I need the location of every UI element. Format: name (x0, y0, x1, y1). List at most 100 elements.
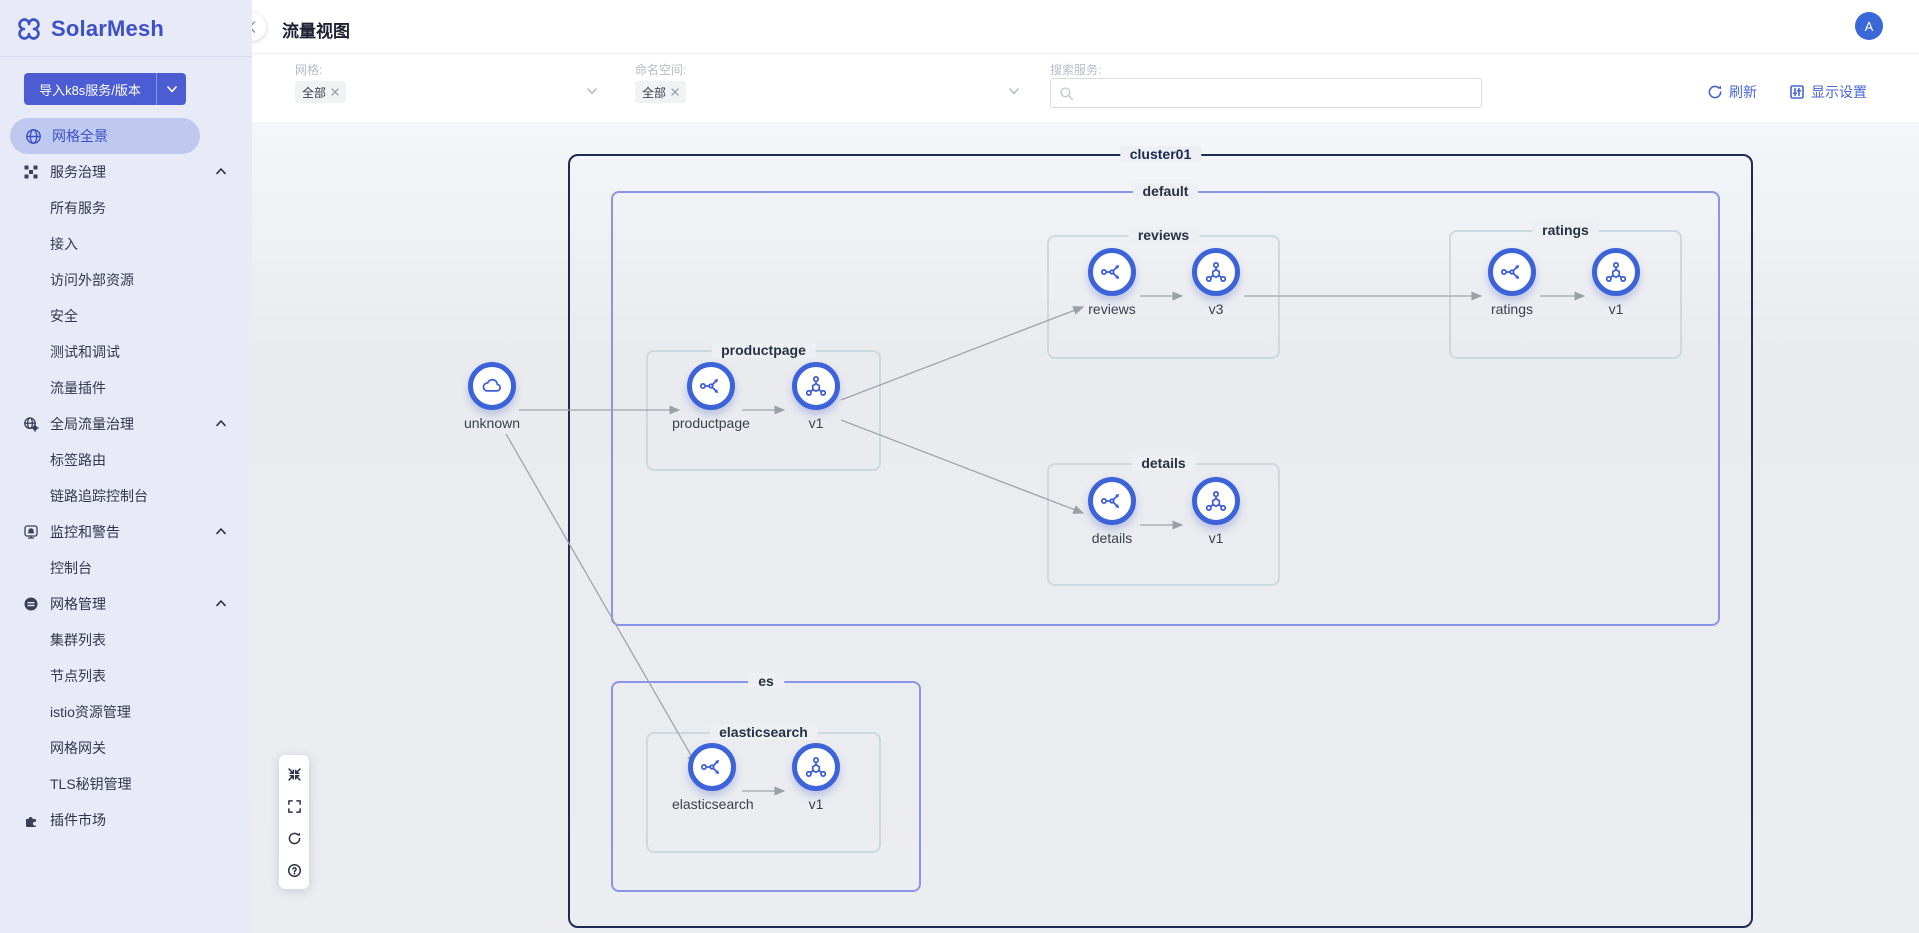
sidebar-item-mesh-panorama[interactable]: 网格全景 (10, 118, 200, 154)
node-productpage-v1[interactable]: v1 (776, 362, 856, 431)
service-icon (687, 362, 735, 410)
sidebar-item-plugin-market[interactable]: 插件市场 (0, 802, 252, 838)
logo: SolarMesh (0, 0, 252, 56)
display-settings-button[interactable]: 显示设置 (1789, 82, 1867, 102)
namespace-filter-chevron-down-icon[interactable] (1009, 88, 1019, 95)
sidebar-item-label: 服务治理 (50, 164, 106, 180)
divider (0, 56, 252, 57)
search-service-input[interactable] (1074, 79, 1481, 107)
sidebar-item-label: 标签路由 (50, 452, 106, 468)
namespace-box-default[interactable]: default (611, 183, 1720, 626)
chevron-up-icon (216, 528, 226, 535)
node-label: v3 (1208, 301, 1224, 317)
sidebar-item-label: 网格管理 (50, 596, 106, 612)
refresh-label: 刷新 (1729, 84, 1757, 100)
sidebar-item-external-resources[interactable]: 访问外部资源 (0, 262, 252, 298)
node-reviews[interactable]: reviews (1072, 248, 1152, 317)
service-icon (1088, 477, 1136, 525)
namespace-filter-tag[interactable]: 全部 (635, 81, 687, 103)
sidebar-section-mesh-management[interactable]: 网格管理 (0, 586, 252, 622)
node-details[interactable]: details (1072, 477, 1152, 546)
node-ratings[interactable]: ratings (1472, 248, 1552, 317)
sidebar-item-all-services[interactable]: 所有服务 (0, 190, 252, 226)
mesh-filter-label: 网格: (295, 63, 323, 77)
sidebar-item-mesh-gateway[interactable]: 网格网关 (0, 730, 252, 766)
sidebar-item-tls-keys[interactable]: TLS秘钥管理 (0, 766, 252, 802)
mesh-filter-chevron-down-icon[interactable] (587, 88, 597, 95)
mesh-filter-tag[interactable]: 全部 (295, 81, 347, 103)
namespace-filter-value: 全部 (642, 85, 667, 100)
globe-icon (24, 127, 42, 145)
sidebar-item-security[interactable]: 安全 (0, 298, 252, 334)
node-reviews-v3[interactable]: v3 (1176, 248, 1256, 317)
sidebar-item-tracing-console[interactable]: 链路追踪控制台 (0, 478, 252, 514)
namespace-box-es[interactable]: es (611, 673, 921, 892)
node-ratings-v1[interactable]: v1 (1576, 248, 1656, 317)
group-box-ratings[interactable]: ratings (1449, 222, 1682, 359)
service-icon (1088, 248, 1136, 296)
reload-button[interactable] (279, 822, 309, 854)
sidebar-menu: 网格全景 服务治理 所有服务 接入 访问外部资源 安全 测试和调试 流量插件 全… (0, 118, 252, 838)
group-label: productpage (711, 342, 816, 358)
sidebar-item-istio-resources[interactable]: istio资源管理 (0, 694, 252, 730)
service-icon (1488, 248, 1536, 296)
topology-canvas[interactable]: cluster01 default es productpage reviews… (252, 122, 1919, 933)
sidebar-item-label: 节点列表 (50, 668, 106, 684)
sidebar-item-label: 测试和调试 (50, 344, 120, 360)
service-icon (688, 743, 736, 791)
sidebar-item-label: istio资源管理 (50, 704, 131, 720)
search-icon (1060, 86, 1074, 100)
sidebar-item-label-routing[interactable]: 标签路由 (0, 442, 252, 478)
sidebar-section-global-traffic[interactable]: 全局流量治理 (0, 406, 252, 442)
import-k8s-label: 导入k8s服务/版本 (39, 82, 141, 98)
global-traffic-icon (22, 415, 40, 433)
help-button[interactable] (279, 854, 309, 886)
group-box-details[interactable]: details (1047, 455, 1280, 586)
fit-view-icon (287, 767, 301, 781)
sidebar-item-traffic-plugins[interactable]: 流量插件 (0, 370, 252, 406)
node-elasticsearch[interactable]: elasticsearch (672, 743, 754, 812)
group-box-reviews[interactable]: reviews (1047, 227, 1280, 359)
node-productpage[interactable]: productpage (671, 362, 751, 431)
sidebar-item-console[interactable]: 控制台 (0, 550, 252, 586)
sidebar-item-label: 流量插件 (50, 380, 106, 396)
import-dropdown-toggle[interactable] (156, 73, 186, 105)
node-label: unknown (463, 415, 521, 431)
node-elasticsearch-v1[interactable]: v1 (776, 743, 856, 812)
chevron-up-icon (216, 420, 226, 427)
import-k8s-button[interactable]: 导入k8s服务/版本 (24, 73, 186, 105)
node-label: v1 (808, 415, 824, 431)
group-label: reviews (1127, 227, 1200, 243)
node-details-v1[interactable]: v1 (1176, 477, 1256, 546)
remove-icon[interactable] (331, 88, 339, 96)
group-label: elasticsearch (709, 724, 818, 740)
sidebar-item-node-list[interactable]: 节点列表 (0, 658, 252, 694)
node-label: elasticsearch (672, 796, 754, 812)
group-box-elasticsearch[interactable]: elasticsearch (646, 724, 881, 853)
group-label: details (1131, 455, 1196, 471)
plugin-icon (22, 811, 40, 829)
node-label: reviews (1088, 301, 1136, 317)
sidebar-section-monitoring[interactable]: 监控和警告 (0, 514, 252, 550)
sidebar-item-label: 接入 (50, 236, 78, 252)
sidebar-section-service-governance[interactable]: 服务治理 (0, 154, 252, 190)
chevron-up-icon (216, 168, 226, 175)
fullscreen-icon (287, 799, 301, 813)
avatar[interactable]: A (1855, 12, 1883, 40)
node-unknown[interactable]: unknown (452, 362, 532, 431)
monitor-alert-icon (22, 523, 40, 541)
cluster-label: cluster01 (1119, 146, 1202, 162)
refresh-button[interactable]: 刷新 (1707, 82, 1757, 102)
sidebar-item-cluster-list[interactable]: 集群列表 (0, 622, 252, 658)
sidebar-item-test-debug[interactable]: 测试和调试 (0, 334, 252, 370)
canvas-toolbar (279, 755, 309, 889)
refresh-icon (1708, 85, 1722, 99)
fullscreen-button[interactable] (279, 790, 309, 822)
fit-view-button[interactable] (279, 758, 309, 790)
sidebar-item-access[interactable]: 接入 (0, 226, 252, 262)
sidebar-item-label: 所有服务 (50, 200, 106, 216)
remove-icon[interactable] (671, 88, 679, 96)
mesh-icon (22, 163, 40, 181)
filter-bar-actions: 刷新 显示设置 (1707, 82, 1867, 102)
sidebar-item-label: 插件市场 (50, 812, 106, 828)
